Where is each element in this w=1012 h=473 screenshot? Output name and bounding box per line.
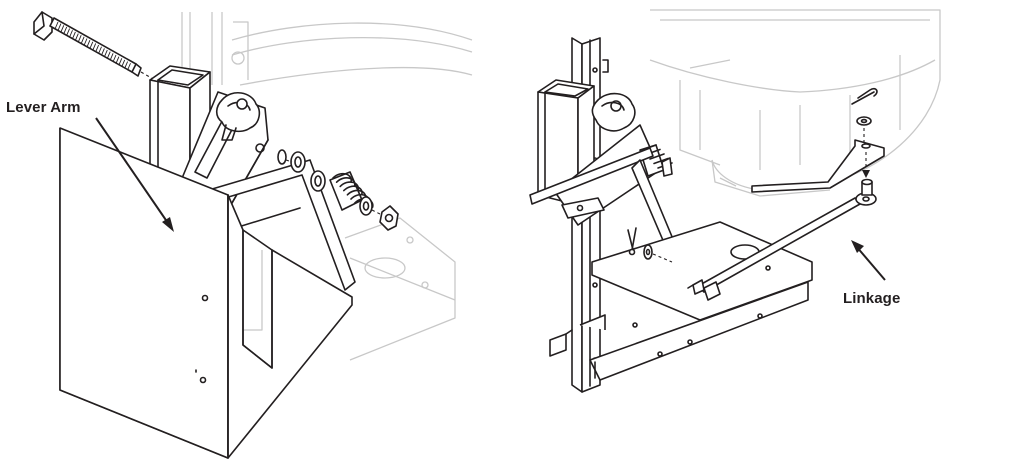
ghost-tank-right — [649, 9, 941, 197]
long-bolt — [33, 11, 163, 85]
front-cover-plate — [59, 127, 353, 459]
lever-arm-label: Lever Arm — [6, 99, 81, 116]
lever-arm-callout-arrow — [95, 117, 174, 232]
top-cotter-pin-washer — [851, 87, 878, 178]
left-panel-lever-arm-assembly — [33, 11, 473, 459]
linkage-callout-arrow — [851, 240, 886, 281]
ghost-tank-left — [231, 22, 473, 86]
bent-lever-bracket — [751, 139, 885, 193]
linkage-rod — [687, 178, 877, 301]
right-panel-linkage-assembly — [529, 9, 941, 393]
washers-spring-nut — [277, 149, 399, 231]
linkage-label: Linkage — [843, 290, 901, 307]
lower-cotter-pin-washer — [627, 227, 673, 263]
